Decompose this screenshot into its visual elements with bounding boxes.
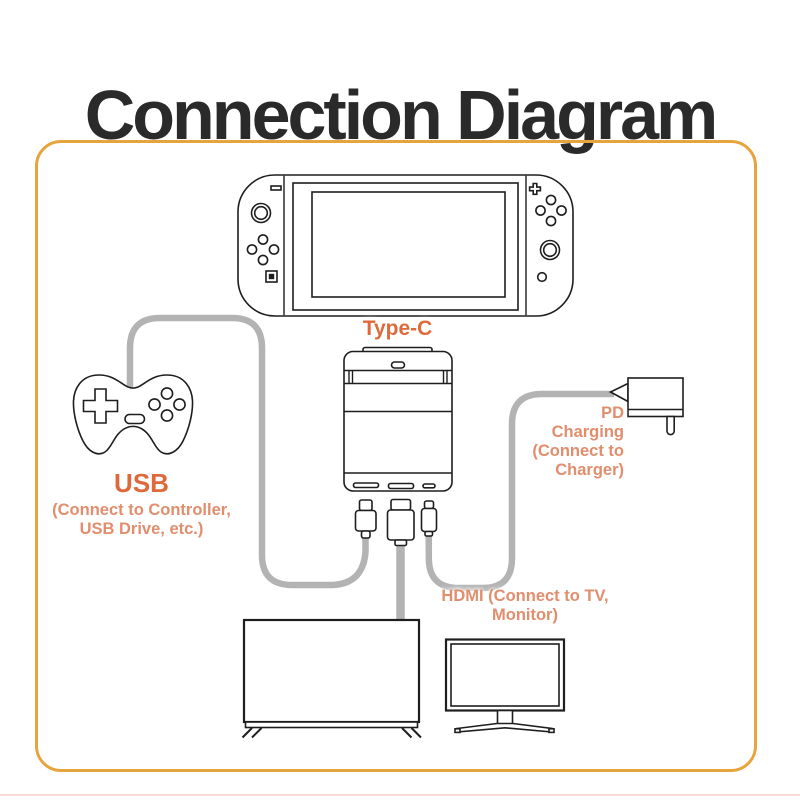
pd-line4: Charger) — [555, 461, 624, 479]
diagram-frame — [35, 140, 757, 772]
usb-c-plug-right — [420, 500, 438, 537]
usb-c-plug-middle — [386, 498, 415, 547]
usb-c-plug-left — [354, 499, 377, 539]
tv-icon — [241, 618, 422, 739]
power-adapter-icon — [608, 377, 684, 436]
usb-description: (Connect to Controller, USB Drive, etc.) — [36, 501, 247, 538]
game-controller-icon — [72, 374, 194, 455]
switch-console-icon — [237, 174, 574, 317]
section-divider — [0, 794, 800, 796]
pd-line1: PD — [601, 404, 624, 422]
usb-desc-line1: (Connect to Controller, — [52, 501, 231, 519]
pd-line3: (Connect to — [532, 442, 624, 460]
usb-desc-line2: USB Drive, etc.) — [79, 519, 204, 538]
usb-label-block: USB (Connect to Controller, USB Drive, e… — [36, 470, 247, 538]
hdmi-line1: HDMI (Connect to TV, — [441, 587, 609, 605]
pd-line2: Charging — [551, 423, 624, 441]
dock-icon — [343, 346, 453, 492]
hdmi-line2: Monitor) — [492, 606, 558, 624]
usb-cable — [126, 314, 369, 589]
pd-label-block: PD Charging (Connect to Charger) — [504, 404, 624, 480]
usb-title: USB — [114, 468, 169, 498]
type-c-label: Type-C — [362, 317, 433, 340]
hdmi-label-block: HDMI (Connect to TV, Monitor) — [418, 587, 632, 625]
pd-cable — [425, 390, 614, 592]
monitor-icon — [444, 638, 566, 734]
